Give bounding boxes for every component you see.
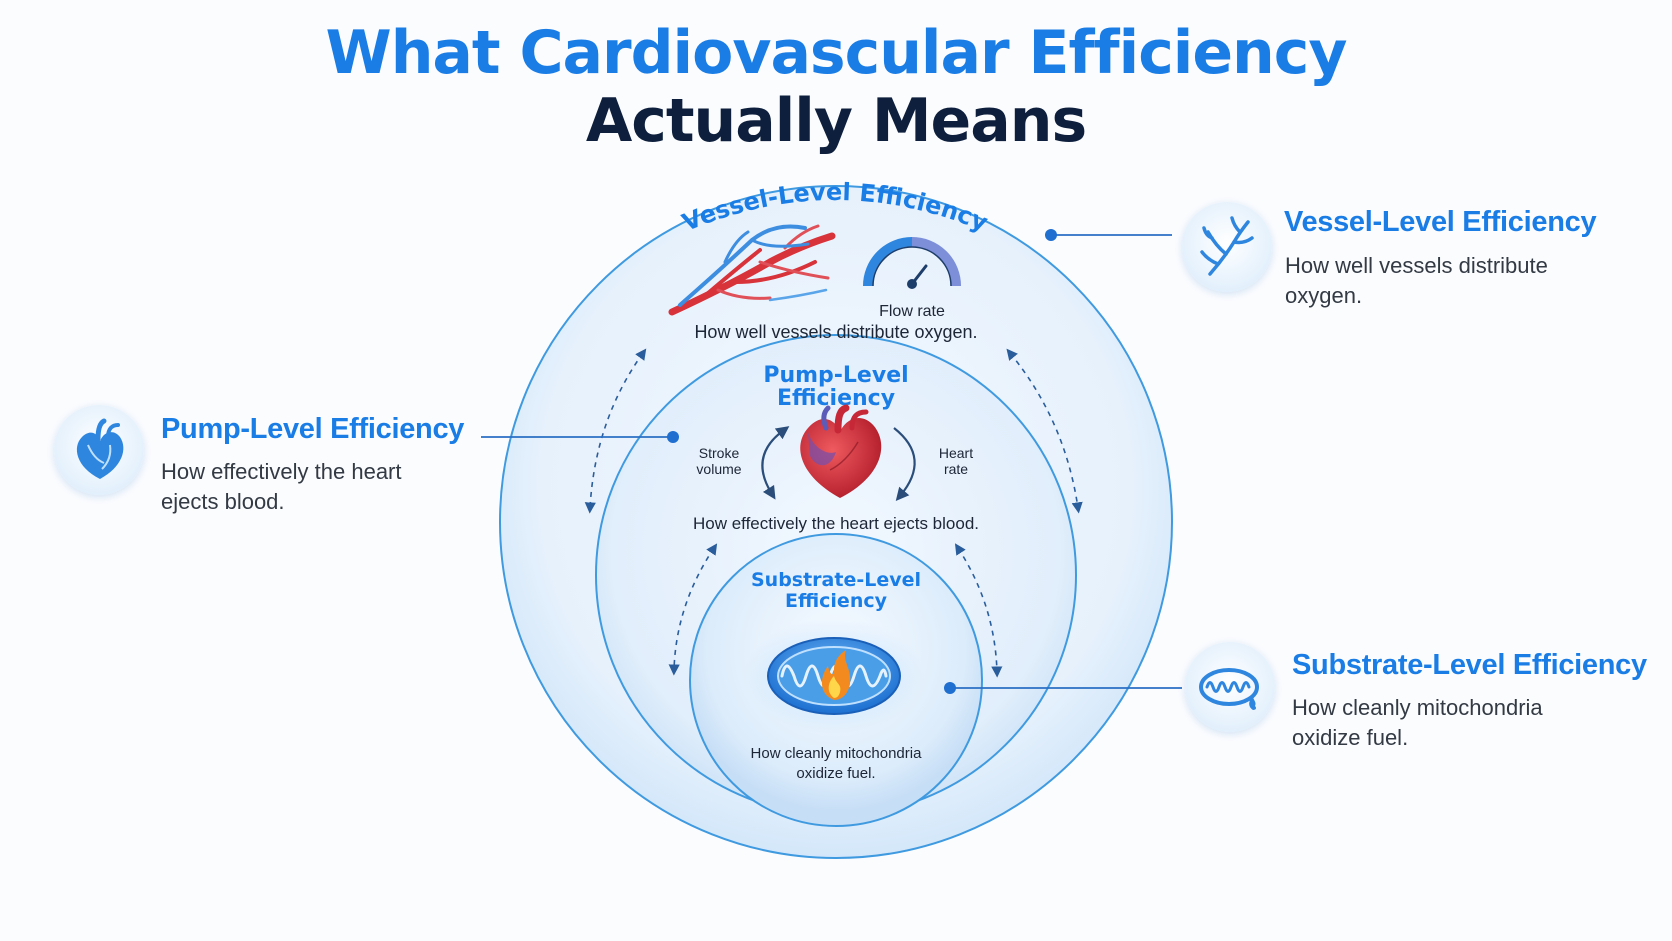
heart-rate-label-line1: Heart (939, 445, 973, 461)
dashed-arrow-right-inner (954, 543, 1003, 678)
inner-description-line2: oxidize fuel. (796, 765, 875, 782)
vessel-callout-title: Vessel-Level Efficiency (1284, 206, 1597, 238)
gauge-icon (863, 237, 961, 289)
pump-callout-description: How effectively the heart ejects blood. (161, 459, 402, 514)
page-title-line2: Actually Means (585, 86, 1087, 156)
heart-rate-label-line2: rate (944, 461, 968, 477)
substrate-title-line1: Substrate-Level (751, 569, 921, 591)
substrate-callout-description: How cleanly mitochondria oxidize fuel. (1292, 695, 1543, 750)
substrate-title-line2: Efficiency (785, 590, 888, 612)
vessel-icon (1200, 216, 1254, 276)
heart-icon (800, 404, 882, 498)
middle-description: How effectively the heart ejects blood. (693, 514, 979, 533)
blood-vessels-icon (668, 224, 836, 316)
vessel-callout-icon (1182, 202, 1272, 292)
stroke-volume-label-line2: volume (696, 461, 741, 477)
stroke-volume-arrow (761, 426, 790, 500)
pump-callout-title: Pump-Level Efficiency (161, 413, 465, 445)
pump-title-line2: Efficiency (777, 386, 895, 411)
page-title-line1: What Cardiovascular Efficiency (325, 18, 1348, 88)
dashed-arrow-right-outer (1006, 348, 1083, 514)
pump-title-line1: Pump-Level (763, 363, 908, 388)
vessel-callout-description: How well vessels distribute oxygen. (1285, 253, 1548, 308)
heart-icon (76, 418, 124, 479)
stroke-volume-label-line1: Stroke (699, 445, 740, 461)
substrate-callout-title: Substrate-Level Efficiency (1292, 649, 1647, 681)
mitochondria-icon (1199, 668, 1259, 710)
pump-callout-icon (54, 405, 144, 495)
dashed-arrow-left-outer (584, 348, 647, 514)
leader-dot-vessel (1045, 229, 1057, 241)
heart-rate-arrow (893, 427, 916, 502)
gauge-label: Flow rate (879, 303, 945, 320)
leader-dot-pump (667, 431, 679, 443)
outer-description: How well vessels distribute oxygen. (694, 322, 977, 342)
leader-dot-substrate (944, 682, 956, 694)
inner-description-line1: How cleanly mitochondria (751, 745, 923, 762)
substrate-callout-icon (1185, 642, 1275, 732)
mitochondria-flame-icon (744, 618, 924, 734)
